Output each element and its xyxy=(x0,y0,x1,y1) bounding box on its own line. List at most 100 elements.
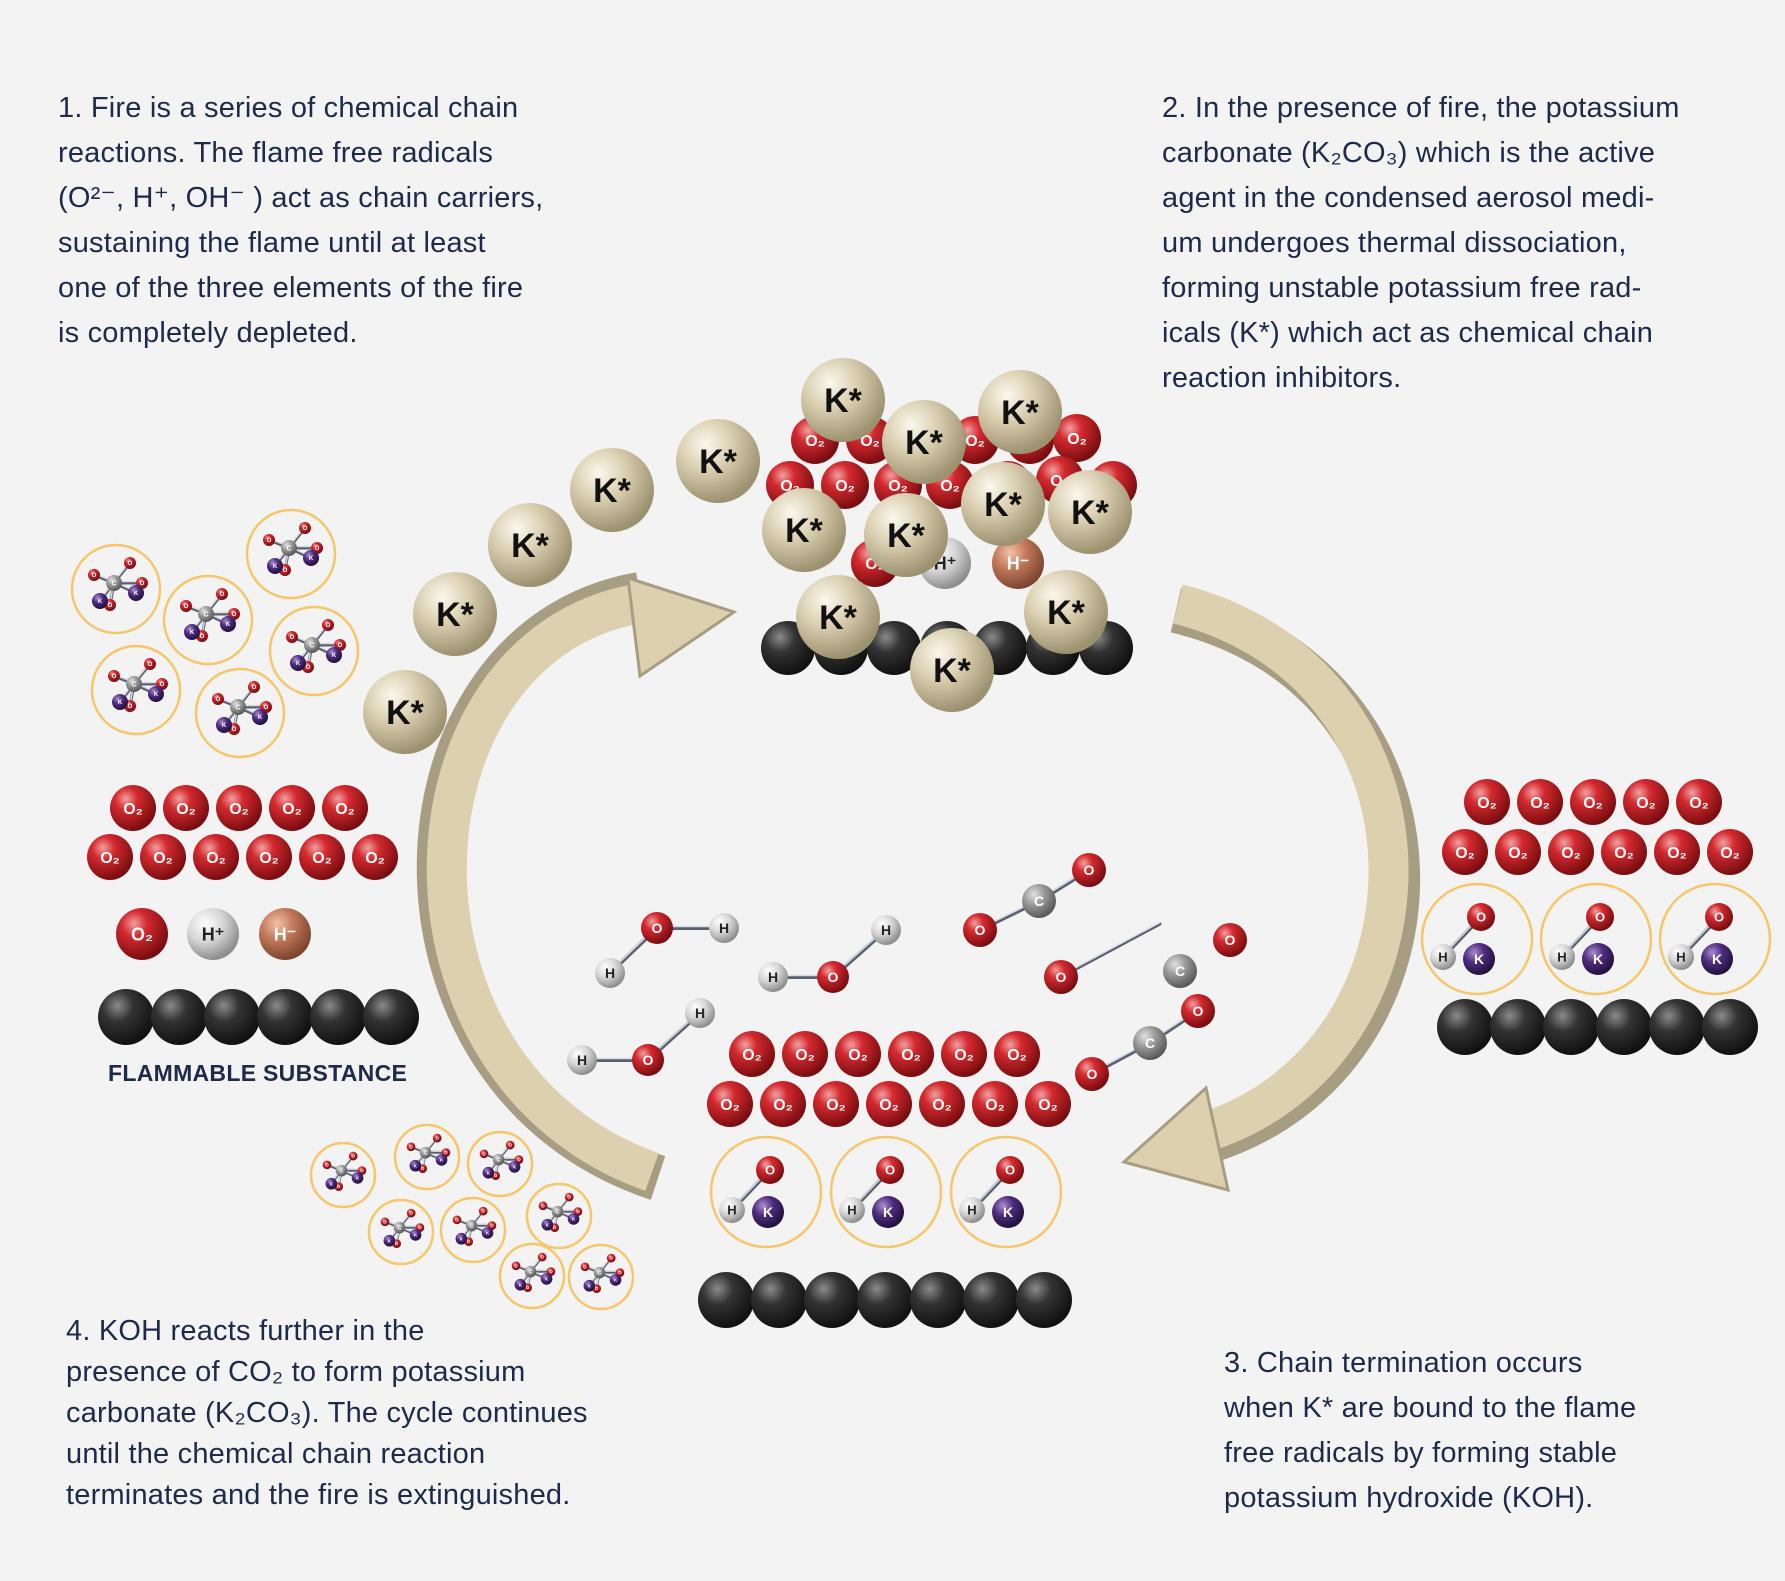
oxygen-atom: O₂ xyxy=(782,1031,828,1077)
oxygen-atom: O xyxy=(452,1215,462,1225)
k-radical-atom: K* xyxy=(796,575,880,659)
hydrogen-atom: H xyxy=(839,1197,865,1223)
oxygen-label: O₂ xyxy=(335,801,355,818)
oxygen-label: O xyxy=(540,1255,544,1260)
carbon-label: C xyxy=(398,1225,402,1231)
k-radical-atom: K* xyxy=(413,572,497,656)
carbon-atom: C xyxy=(1133,1026,1167,1060)
oxygen-label: O xyxy=(517,1157,521,1162)
oxygen-atom: O₂ xyxy=(1707,829,1753,875)
oxygen-atom: O xyxy=(248,681,260,693)
bond-highlight xyxy=(1060,921,1161,977)
step-3-line: when K* are bound to the flame xyxy=(1224,1392,1637,1424)
step-2-line: forming unstable potassium free rad- xyxy=(1162,272,1642,304)
hydride-atom: H⁻ xyxy=(259,908,311,960)
molecule-ring xyxy=(439,1196,507,1264)
potassium-atom: K xyxy=(508,1161,521,1173)
oxygen-atom: O₂ xyxy=(866,1081,912,1127)
potassium-label: K xyxy=(546,1222,550,1227)
potassium-label: K xyxy=(572,1216,576,1221)
potassium-atom: K xyxy=(220,616,236,632)
step-2-line: icals (K*) which act as chemical chain xyxy=(1162,317,1654,349)
oxygen-atom: O xyxy=(432,1133,442,1143)
hydride-label: H⁻ xyxy=(274,924,297,944)
oxygen-atom: O₂ xyxy=(941,1031,987,1077)
hydrogen-atom: H xyxy=(959,1197,985,1223)
hydrogen-label: H xyxy=(577,1052,587,1068)
oxygen-label: O xyxy=(128,704,133,710)
step-2-line: um undergoes thermal dissociation, xyxy=(1162,227,1627,259)
potassium-atom: K xyxy=(290,655,306,671)
oxygen-label: O₂ xyxy=(860,433,880,450)
hydrogen-label: H⁺ xyxy=(202,924,225,944)
oxygen-label: O₂ xyxy=(131,924,153,944)
oxygen-atom: O₂ xyxy=(193,834,239,880)
oxygen-label: O₂ xyxy=(826,1097,846,1114)
substance-atom-atom xyxy=(751,1272,807,1328)
oxygen-label: O₂ xyxy=(848,1047,868,1064)
oxygen-atom: O xyxy=(1467,903,1495,931)
k-radical-label: K* xyxy=(1047,594,1086,632)
oxygen-atom: O₂ xyxy=(1025,1081,1071,1127)
carbon-atom: C xyxy=(551,1205,564,1218)
oxygen-atom: O xyxy=(216,588,228,600)
oxygen-atom: O xyxy=(406,1208,416,1218)
molecule-ring xyxy=(309,1141,377,1209)
oxygen-label: O₂ xyxy=(795,1047,815,1064)
k-radical-atom: K* xyxy=(762,488,846,572)
oxygen-atom: O xyxy=(180,600,192,612)
potassium-label: K xyxy=(98,599,103,605)
hydrogen-label: H xyxy=(719,920,729,936)
oxygen-label: O xyxy=(128,561,133,567)
water-molecule: OHH xyxy=(758,915,901,993)
k-radical-label: K* xyxy=(1001,394,1040,432)
oxygen-atom: O₂ xyxy=(116,908,168,960)
substance-atom-atom xyxy=(257,989,313,1045)
substance-atom-atom xyxy=(857,1272,913,1328)
potassium-label: K xyxy=(614,1277,618,1282)
oxygen-label: O xyxy=(315,546,320,552)
carbon-atom: C xyxy=(281,540,297,556)
oxygen-atom: O₂ xyxy=(140,834,186,880)
hydrogen-label: H xyxy=(1676,950,1685,965)
oxygen-atom: O₂ xyxy=(994,1031,1040,1077)
potassium-label: K xyxy=(134,591,139,597)
oxygen-atom: O xyxy=(1072,853,1106,887)
oxygen-atom: O₂ xyxy=(1442,829,1488,875)
k-radical-label: K* xyxy=(593,472,632,510)
hydrogen-atom: H xyxy=(595,958,625,988)
oxygen-label: O xyxy=(338,643,343,649)
oxygen-label: O xyxy=(1714,910,1724,925)
potassium-atom: K xyxy=(482,1166,495,1179)
oxygen-label: O xyxy=(264,705,269,711)
oxygen-atom: O₂ xyxy=(322,785,368,831)
oxygen-atom: O₂ xyxy=(919,1081,965,1127)
hydride-label: H⁻ xyxy=(1007,553,1030,573)
potassium-label: K xyxy=(222,723,227,729)
oxygen-label: O xyxy=(360,1168,364,1173)
oxygen-atom: O₂ xyxy=(216,785,262,831)
k-radical-atom: K* xyxy=(570,448,654,532)
oxygen-label: O xyxy=(351,1154,355,1159)
oxygen-label: O xyxy=(618,1270,622,1275)
potassium-atom: K xyxy=(455,1232,468,1245)
oxygen-atom: O xyxy=(632,1044,664,1076)
substance-atom-atom xyxy=(1016,1272,1072,1328)
hydride-atom: H⁻ xyxy=(992,537,1044,589)
oxygen-atom: O₂ xyxy=(1654,829,1700,875)
oxygen-atom: O xyxy=(606,1253,616,1263)
substance-atom-atom xyxy=(98,989,154,1045)
oxygen-atom: O xyxy=(348,1151,358,1161)
hydrogen-atom: H xyxy=(567,1045,597,1075)
oxygen-atom: O₂ xyxy=(813,1081,859,1127)
carbon-label: C xyxy=(340,1168,344,1174)
step-2-line: agent in the condensed aerosol medi- xyxy=(1162,182,1655,214)
molecule-ring xyxy=(498,1242,566,1310)
oxygen-label: O xyxy=(643,1052,654,1068)
k-radical-atom: K* xyxy=(801,358,885,442)
